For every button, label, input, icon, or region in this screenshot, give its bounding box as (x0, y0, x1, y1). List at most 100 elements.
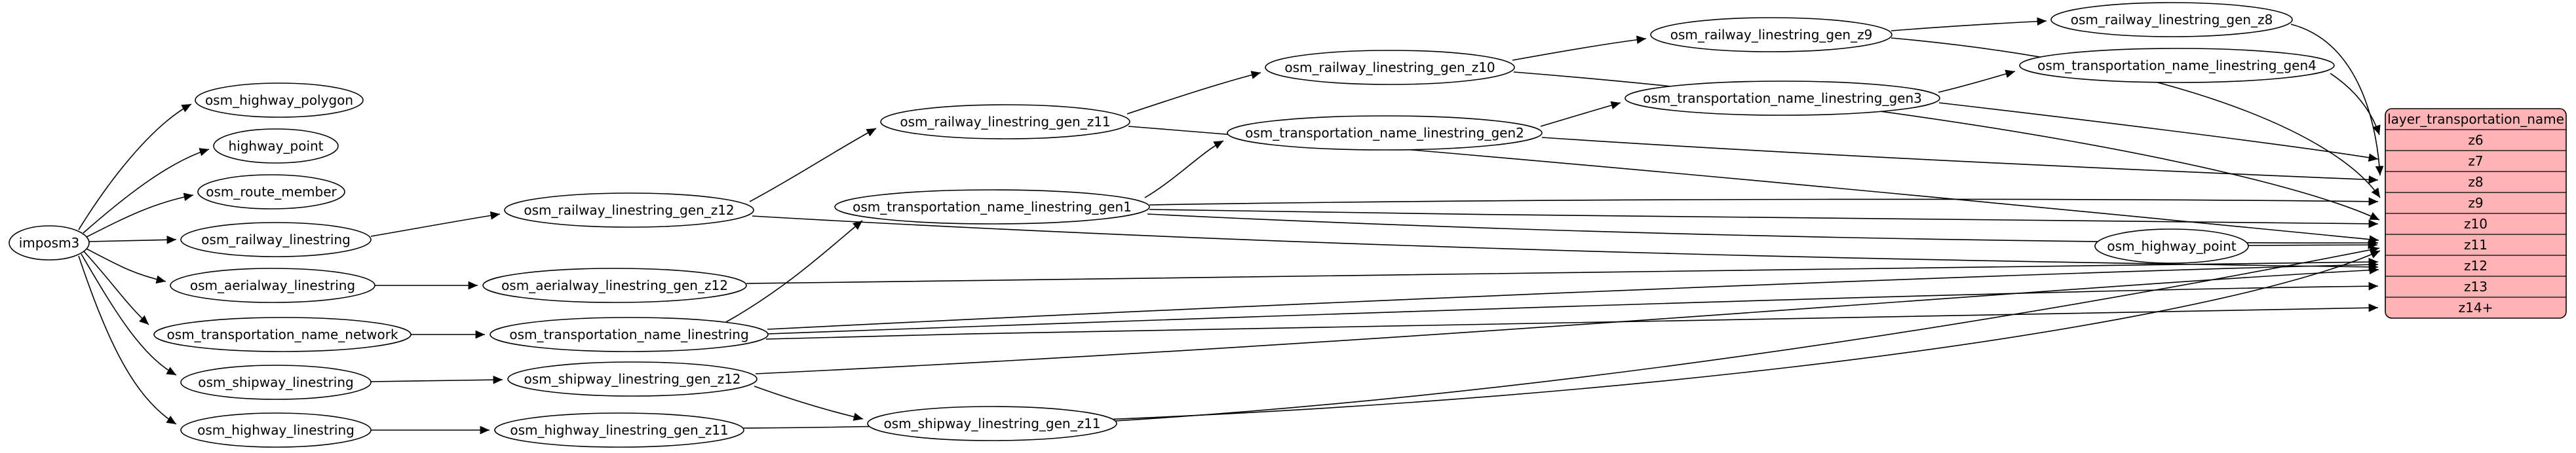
node-osm-railway-linestring-gen-z10: osm_railway_linestring_gen_z10 (1265, 50, 1515, 85)
edge-gen4-to-row-z6 (2330, 73, 2381, 136)
node-osm-railway-linestring: osm_railway_linestring (180, 222, 372, 257)
node-ellipse (153, 317, 412, 352)
node-osm-transportation-name-linestring: osm_transportation_name_linestring (490, 317, 769, 352)
node-label: osm_railway_linestring (201, 232, 351, 247)
node-label: osm_shipway_linestring_gen_z11 (883, 416, 1100, 431)
node-label: osm_aerialway_linestring (190, 278, 355, 293)
node-osm-transportation-name-linestring-gen2: osm_transportation_name_linestring_gen2 (1227, 115, 1543, 151)
node-highway-point: highway_point (213, 128, 339, 164)
node-ellipse (1265, 50, 1515, 85)
node-osm-highway-linestring: osm_highway_linestring (180, 412, 372, 448)
edge-gen2-to-gen3 (1540, 101, 1621, 127)
node-label: osm_railway_linestring_gen_z8 (2071, 12, 2273, 27)
node-label: osm_transportation_name_linestring (509, 327, 748, 342)
node-ellipse (9, 225, 90, 261)
node-ellipse (880, 104, 1130, 139)
edge-shipway-gen-z12-to-row-z12 (755, 266, 2379, 374)
edge-layer (78, 17, 2384, 435)
node-layer: imposm3 osm_highway_polygon highway_poin… (9, 2, 2335, 448)
node-label: osm_highway_linestring_gen_z11 (510, 422, 728, 438)
node-ellipse (490, 317, 769, 352)
node-label: osm_railway_linestring_gen_z10 (1284, 60, 1495, 75)
edge-name-linestring-to-row-z14 (765, 303, 2379, 340)
table-row-z11: z11 (2464, 237, 2488, 253)
table-row-z9: z9 (2468, 195, 2483, 211)
node-label: osm_railway_linestring_gen_z11 (900, 114, 1110, 130)
node-osm-highway-polygon: osm_highway_polygon (195, 82, 364, 118)
edge-shipway-gen-z12-to-z11 (754, 386, 864, 421)
edge-aerialway-gen-z12-to-row-z12 (746, 257, 2379, 284)
node-label: osm_railway_linestring_gen_z9 (1670, 27, 1873, 43)
node-ellipse (1227, 115, 1543, 151)
table-row-z13: z13 (2464, 279, 2488, 295)
edge-gen3-to-gen4 (1938, 69, 2016, 93)
node-osm-transportation-name-linestring-gen1: osm_transportation_name_linestring_gen1 (834, 189, 1150, 225)
node-osm-transportation-name-linestring-gen4: osm_transportation_name_linestring_gen4 (2019, 48, 2335, 83)
node-label: osm_railway_linestring_gen_z12 (524, 202, 734, 218)
table-row-z10: z10 (2464, 216, 2488, 232)
node-osm-transportation-name-linestring-gen3: osm_transportation_name_linestring_gen3 (1624, 81, 1940, 116)
node-osm-railway-linestring-gen-z11: osm_railway_linestring_gen_z11 (880, 104, 1130, 139)
edge-name-linestring-to-row-z13 (767, 281, 2379, 335)
node-label: osm_shipway_linestring_gen_z12 (524, 371, 740, 387)
edge-railway-gen-z12-to-z11 (749, 128, 877, 202)
node-ellipse (867, 406, 1117, 441)
node-osm-aerialway-linestring-gen-z12: osm_aerialway_linestring_gen_z12 (482, 268, 747, 303)
node-osm-railway-linestring-gen-z12: osm_railway_linestring_gen_z12 (504, 192, 754, 228)
edge-highway-gen-z11-to-row-z11 (742, 250, 2381, 429)
node-label: osm_transportation_name_network (166, 327, 398, 342)
edge-railway-gen-z9-to-z8 (1891, 17, 2047, 31)
node-label: imposm3 (19, 235, 80, 251)
table-title: layer_transportation_name (2387, 111, 2564, 127)
edge-gen1-to-row-z9 (1149, 197, 2379, 206)
node-ellipse (2094, 228, 2249, 264)
table-row-z6: z6 (2468, 132, 2483, 148)
node-imposm3: imposm3 (9, 225, 90, 261)
node-osm-route-member: osm_route_member (197, 174, 345, 209)
node-ellipse (834, 189, 1150, 225)
edge-imposm3-to-osm-shipway-linestring (81, 253, 177, 376)
edge-imposm3-to-osm-railway-linestring (88, 235, 177, 244)
node-ellipse (213, 128, 339, 164)
node-ellipse (504, 192, 754, 228)
edge-gen2-to-row-z8 (1541, 137, 2379, 184)
node-osm-highway-point: osm_highway_point (2094, 228, 2249, 264)
edge-railway-gen-z11-to-z10 (1126, 71, 1261, 115)
node-ellipse (494, 412, 744, 448)
node-osm-shipway-linestring: osm_shipway_linestring (180, 365, 372, 400)
table-row-z12: z12 (2464, 258, 2488, 274)
table-row-z14plus: z14+ (2459, 300, 2493, 316)
table-row-z8: z8 (2468, 174, 2483, 190)
node-ellipse (482, 268, 747, 303)
node-label: osm_shipway_linestring (198, 374, 353, 390)
node-osm-railway-linestring-gen-z9: osm_railway_linestring_gen_z9 (1650, 17, 1893, 52)
node-label: osm_transportation_name_linestring_gen3 (1643, 90, 1922, 106)
edge-railway-to-railway-gen-z12 (370, 211, 501, 237)
edge-railway-gen-z10-to-z9 (1512, 35, 1647, 61)
edge-imposm3-to-osm-transportation-name-network (83, 251, 149, 325)
edge-imposm3-to-osm-highway-polygon (78, 103, 192, 230)
table-layer-transportation-name: layer_transportation_name z6 z7 z8 z9 z1… (2385, 108, 2567, 319)
node-ellipse (1650, 17, 1893, 52)
node-osm-railway-linestring-gen-z8: osm_railway_linestring_gen_z8 (2050, 2, 2293, 37)
edge-shipway-to-shipway-gen-z12 (370, 375, 503, 384)
edge-shipway-gen-z11-to-row-z11 (1115, 245, 2380, 422)
node-label: osm_highway_point (2107, 238, 2236, 254)
node-ellipse (170, 268, 375, 303)
edge-imposm3-to-osm-highway-linestring (78, 255, 177, 425)
node-ellipse (180, 222, 372, 257)
edge-railway-gen-z9-to-row-z9 (1891, 37, 2381, 198)
node-ellipse (507, 361, 758, 397)
node-label: osm_route_member (206, 184, 337, 200)
node-ellipse (180, 412, 372, 448)
node-ellipse (2050, 2, 2293, 37)
node-ellipse (1624, 81, 1940, 116)
node-osm-shipway-linestring-gen-z12: osm_shipway_linestring_gen_z12 (507, 361, 758, 397)
edge-name-linestring-to-gen1 (725, 220, 863, 323)
node-osm-transportation-name-network: osm_transportation_name_network (153, 317, 412, 352)
node-osm-highway-linestring-gen-z11: osm_highway_linestring_gen_z11 (494, 412, 744, 448)
node-ellipse (195, 82, 364, 118)
node-label: highway_point (228, 138, 323, 154)
edge-imposm3-to-highway-point (83, 148, 210, 234)
